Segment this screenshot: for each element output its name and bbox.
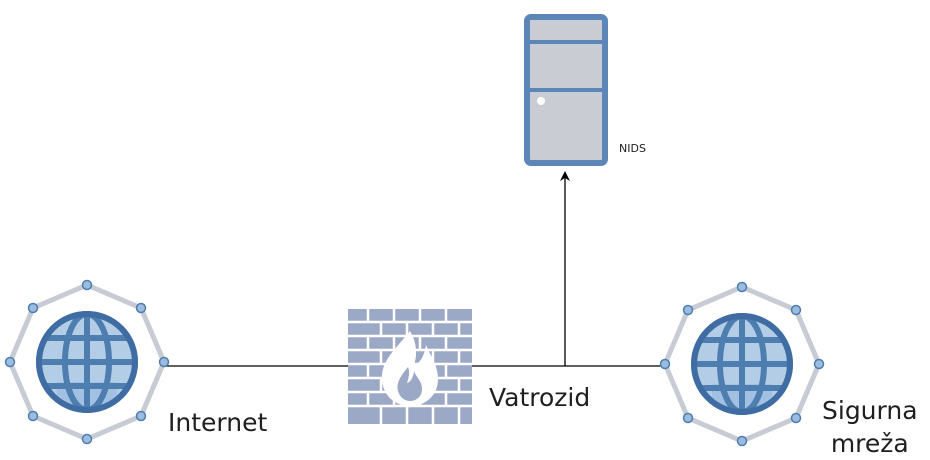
firewall-label: Vatrozid	[489, 383, 591, 412]
internet-label: Internet	[168, 408, 268, 437]
firewall-icon	[348, 309, 472, 424]
nids-label: NIDS	[619, 142, 646, 155]
globe-network-icon	[661, 283, 824, 446]
secure-network-label-line2: mreža	[830, 429, 909, 458]
server-icon	[524, 14, 608, 166]
globe-network-icon	[6, 281, 169, 444]
secure-network-label: Sigurna mreža	[822, 394, 918, 460]
secure-network-label-line1: Sigurna	[822, 396, 918, 425]
